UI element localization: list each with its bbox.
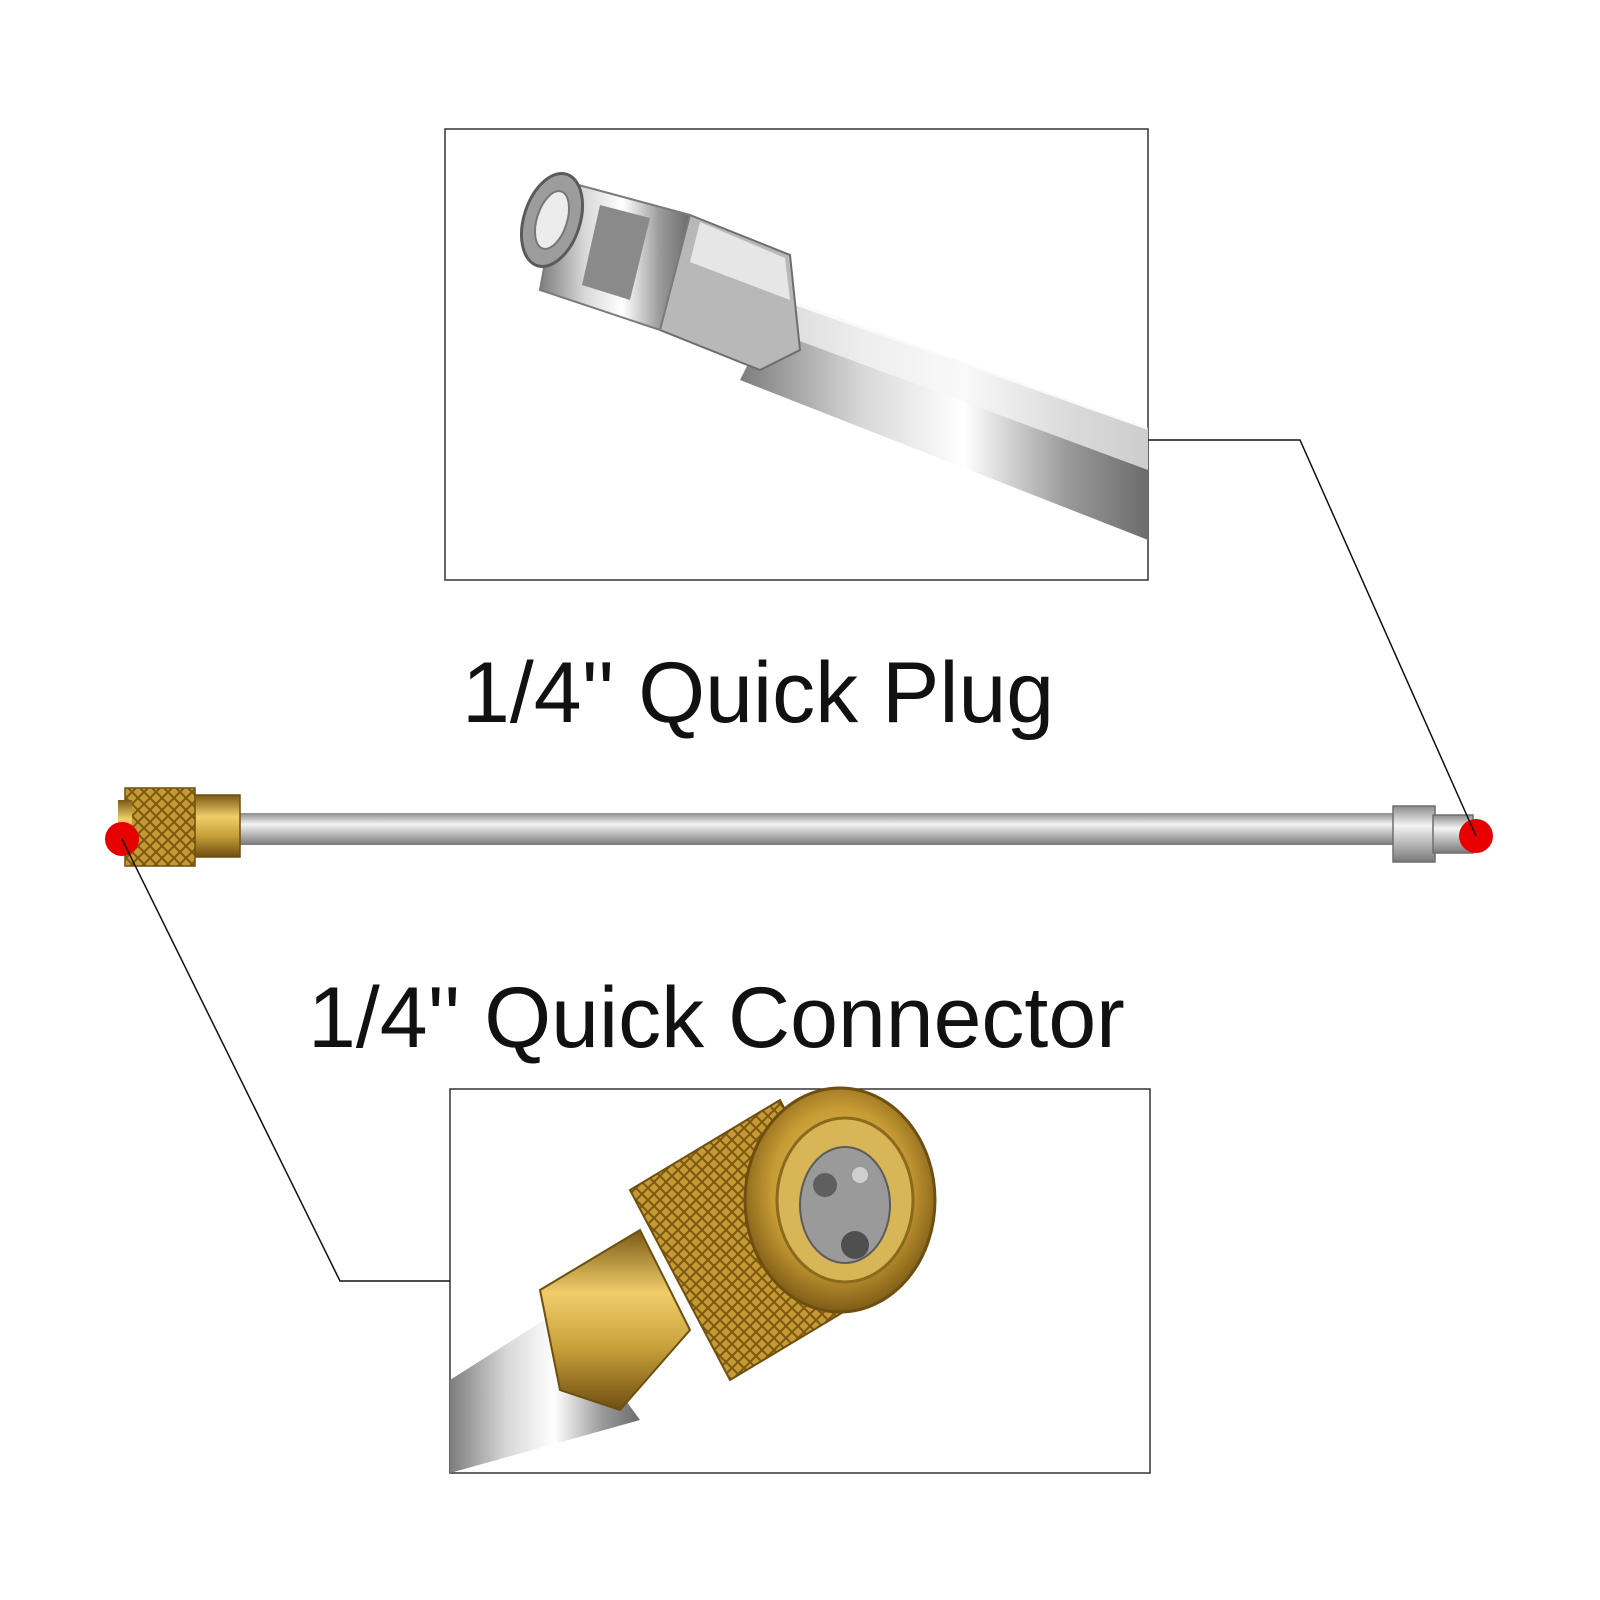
- brass-connector-icon: [118, 787, 241, 867]
- quick-connector-label: 1/4'' Quick Connector: [308, 970, 1125, 1066]
- connector-inset: [449, 1086, 1151, 1474]
- wand-assembly: [105, 787, 1493, 867]
- connector-callout-line: [121, 838, 450, 1282]
- plug-callout-line: [1148, 439, 1477, 837]
- plug-closeup-icon: [520, 172, 1148, 540]
- steel-rod: [238, 813, 1398, 845]
- plug-inset: [444, 128, 1149, 581]
- connector-closeup-icon: [450, 1086, 937, 1473]
- quick-plug-label: 1/4'' Quick Plug: [462, 645, 1055, 741]
